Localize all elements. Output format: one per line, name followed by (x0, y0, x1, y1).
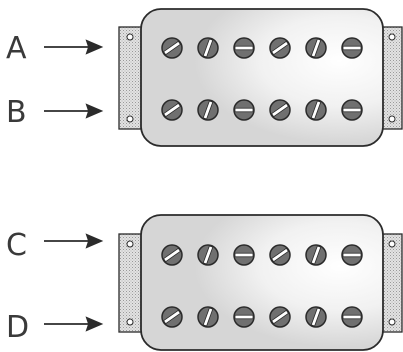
screw-icon (305, 37, 327, 59)
screw-icon (233, 244, 255, 266)
label-a: A (6, 31, 27, 66)
top-pickup (118, 8, 403, 147)
arrow-d-head (85, 316, 104, 332)
screw-icon (161, 306, 183, 328)
screw-icon (161, 99, 183, 121)
screw-icon (233, 37, 255, 59)
screw-icon (233, 306, 255, 328)
arrow-c-head (85, 233, 104, 249)
mount-hole (388, 240, 396, 248)
screw-icon (197, 37, 219, 59)
mount-hole (388, 33, 396, 41)
pickup-body (140, 214, 384, 351)
screw-icon (161, 37, 183, 59)
screw-icon (269, 99, 291, 121)
label-b: B (6, 95, 27, 130)
label-c: C (6, 228, 27, 263)
arrow-a-head (85, 39, 104, 55)
arrow-b-head (85, 103, 104, 119)
screw-icon (305, 306, 327, 328)
mount-hole (126, 318, 134, 326)
screw-icon (269, 37, 291, 59)
mount-hole (126, 240, 134, 248)
screw-row-d (161, 306, 363, 328)
pickup-body (140, 8, 384, 147)
screw-icon (233, 99, 255, 121)
mount-hole (126, 33, 134, 41)
screw-icon (161, 244, 183, 266)
screw-row-b (161, 99, 363, 121)
screw-icon (341, 99, 363, 121)
screw-icon (269, 306, 291, 328)
screw-row-a (161, 37, 363, 59)
screw-icon (197, 99, 219, 121)
bottom-pickup (118, 214, 403, 351)
mount-hole (126, 115, 134, 123)
screw-icon (269, 244, 291, 266)
mount-hole (388, 318, 396, 326)
mount-hole (388, 115, 396, 123)
screw-icon (341, 37, 363, 59)
screw-icon (341, 306, 363, 328)
label-d: D (6, 310, 29, 345)
screw-icon (305, 244, 327, 266)
screw-icon (197, 244, 219, 266)
screw-icon (341, 244, 363, 266)
arrows (44, 39, 104, 332)
screw-row-c (161, 244, 363, 266)
screw-icon (305, 99, 327, 121)
screw-icon (197, 306, 219, 328)
